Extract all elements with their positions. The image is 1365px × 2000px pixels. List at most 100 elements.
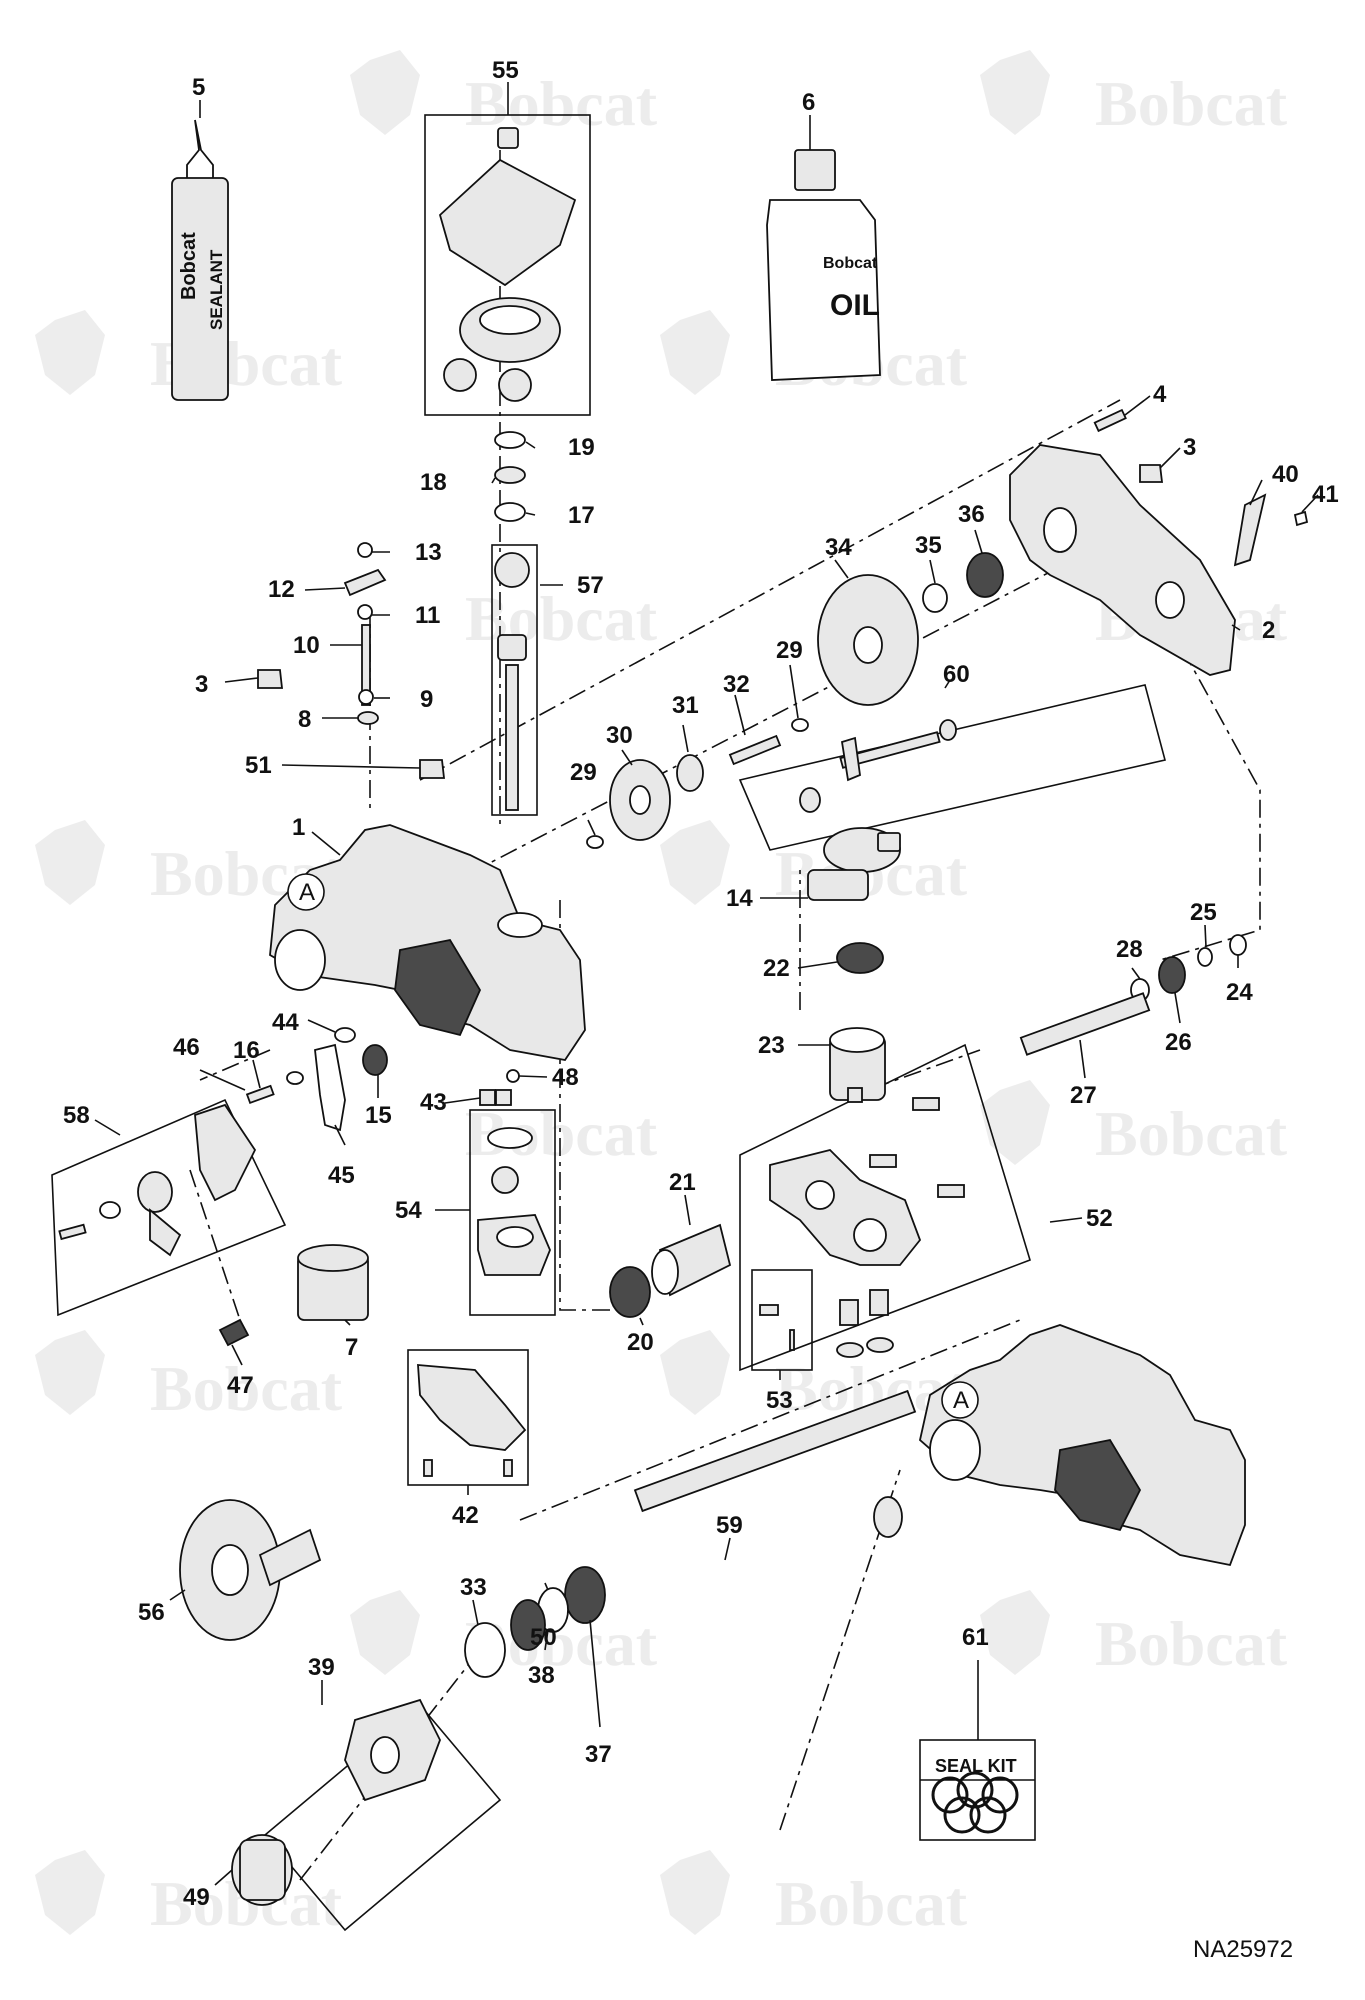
callout-label: 12 <box>268 576 295 603</box>
callout-label: 33 <box>460 1574 487 1601</box>
bull-gear <box>817 574 919 706</box>
wheel-hub <box>344 1698 441 1802</box>
callout-label: 26 <box>1165 1029 1192 1056</box>
cooling-fan <box>438 127 577 402</box>
callout-label: 53 <box>766 1387 793 1414</box>
sealant-text-label: SEALANT <box>207 249 226 330</box>
callout-label: 28 <box>1116 936 1143 963</box>
watermark-text: Bobcat <box>465 583 658 654</box>
callout-label: 7 <box>345 1334 358 1361</box>
callout-label: 29 <box>570 759 597 786</box>
shaft <box>728 734 782 766</box>
washer <box>586 835 604 849</box>
callout-label: 54 <box>395 1197 422 1224</box>
callout-label: 19 <box>568 434 595 461</box>
input-shaft-box <box>491 544 538 816</box>
hub-cap <box>231 1834 293 1906</box>
center-section <box>769 1097 965 1358</box>
svg-text:A: A <box>299 879 315 906</box>
washer <box>1229 934 1247 956</box>
callout-label: 58 <box>63 1102 90 1129</box>
callout-label: 13 <box>415 539 442 566</box>
callout-label: 2 <box>1262 617 1275 644</box>
watermark-text: Bobcat <box>1095 68 1288 139</box>
parts: Bobcat SEALANT Bobcat OIL <box>58 119 1309 1906</box>
callout-label: 39 <box>308 1654 335 1681</box>
oil-filter <box>297 1244 369 1321</box>
view-marker-a: A <box>941 1381 979 1419</box>
snap-ring <box>1197 947 1213 967</box>
callout-label: 29 <box>776 637 803 664</box>
charge-pump <box>477 1127 551 1276</box>
callout-label: 22 <box>763 955 790 982</box>
clip <box>1293 510 1309 527</box>
callout-label: 6 <box>802 89 815 116</box>
callout-label: 10 <box>293 632 320 659</box>
oil-bottle: Bobcat OIL <box>766 149 881 381</box>
callout-label: 24 <box>1226 979 1253 1006</box>
spacer <box>479 1089 496 1106</box>
cover-plate <box>1009 444 1236 676</box>
callout-label: 11 <box>415 602 440 629</box>
bolt <box>245 1084 275 1105</box>
watermark-text: Bobcat <box>1095 1608 1288 1679</box>
callout-label: 49 <box>183 1884 210 1911</box>
bracket <box>314 1043 346 1132</box>
washer <box>922 583 948 613</box>
callout-numbers: 5 55 6 4 3 40 41 19 18 17 57 13 12 11 10… <box>63 57 1339 1911</box>
callout-label: 15 <box>365 1102 392 1129</box>
callout-label: 59 <box>716 1512 743 1539</box>
bobcat-head-icon <box>35 50 1050 1935</box>
callout-label: 36 <box>958 501 985 528</box>
callout-label: 48 <box>552 1064 579 1091</box>
callout-label: 46 <box>173 1034 200 1061</box>
gear <box>609 759 671 841</box>
washer <box>791 718 809 732</box>
bearing <box>873 1496 903 1538</box>
callout-label: 37 <box>585 1741 612 1768</box>
plug <box>419 759 446 779</box>
valve-spring <box>759 1304 779 1316</box>
svg-text:A: A <box>953 1387 969 1414</box>
drawing-code: NA25972 <box>1193 1936 1293 1963</box>
control-linkage <box>343 542 387 725</box>
callout-label: 51 <box>245 752 272 779</box>
bypass-arm <box>58 1103 257 1257</box>
callout-label: 16 <box>233 1037 260 1064</box>
shift-fork-assembly <box>799 719 957 813</box>
callout-label: 32 <box>723 671 750 698</box>
callout-label: 50 <box>530 1624 557 1651</box>
callout-label: 31 <box>672 692 699 719</box>
key <box>847 1087 863 1103</box>
oil-text-label: OIL <box>830 289 880 322</box>
callout-label: 56 <box>138 1599 165 1626</box>
pin <box>506 1069 520 1083</box>
seal-kit-label: SEAL KIT <box>935 1756 1017 1776</box>
bypass-kit-box <box>51 1098 287 1317</box>
long-axle-shaft <box>633 1389 917 1513</box>
trunnion <box>807 827 901 901</box>
spring <box>218 1318 250 1347</box>
axle-shaft <box>1019 992 1151 1056</box>
callout-label: 18 <box>420 469 447 496</box>
bearing <box>609 1266 651 1318</box>
plug <box>1139 464 1164 483</box>
callout-label: 57 <box>577 572 604 599</box>
callout-label: 42 <box>452 1502 479 1529</box>
callout-label: 60 <box>943 661 970 688</box>
bearing <box>564 1566 606 1624</box>
bolt <box>1093 408 1127 433</box>
input-shaft <box>494 552 530 811</box>
pump-cylinder-block <box>829 1027 886 1101</box>
seal <box>362 1044 388 1076</box>
sealant-brand-label: Bobcat <box>178 232 200 300</box>
callout-label: 23 <box>758 1032 785 1059</box>
valve-pin <box>789 1329 795 1351</box>
valve-kit-box <box>751 1269 813 1371</box>
callout-label: 61 <box>962 1624 989 1651</box>
fan-guard <box>417 1364 527 1477</box>
callout-label: 1 <box>292 814 305 841</box>
callout-label: 55 <box>492 57 519 84</box>
snap-ring <box>494 431 526 449</box>
sealant-tube: Bobcat SEALANT <box>171 119 229 401</box>
